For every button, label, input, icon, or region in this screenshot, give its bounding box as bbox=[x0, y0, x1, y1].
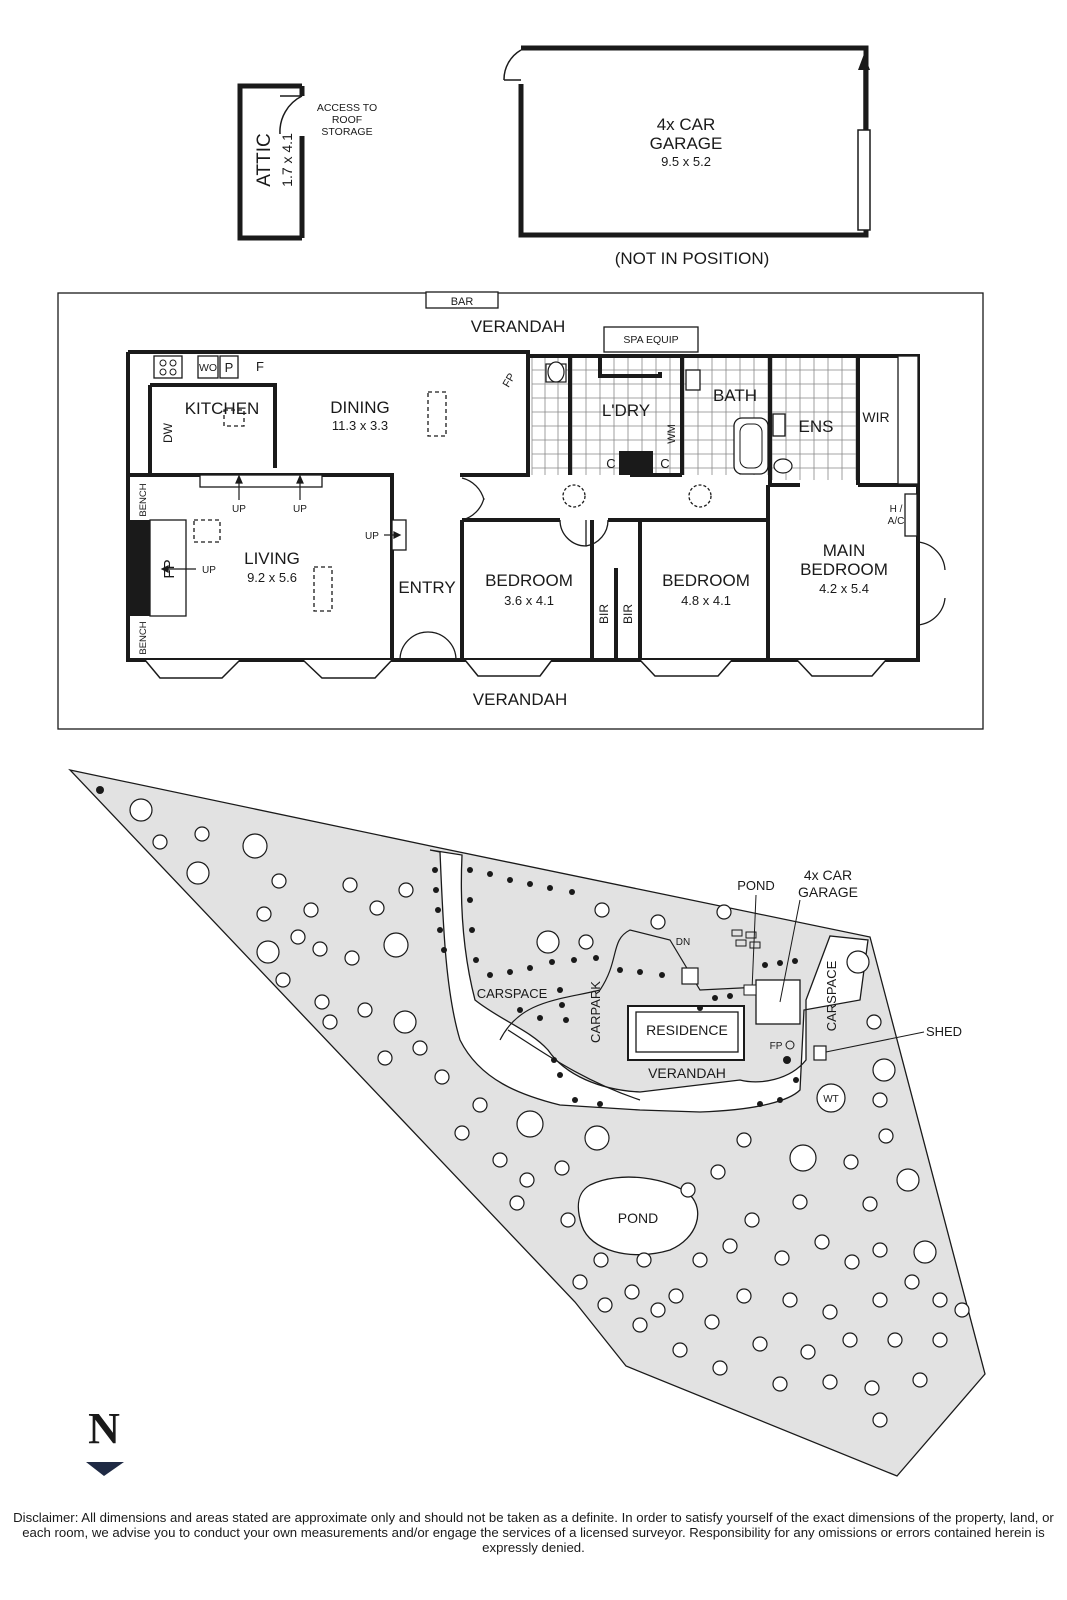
bedroom2-dims: 4.8 x 4.1 bbox=[681, 593, 731, 608]
attic-dims: 1.7 x 4.1 bbox=[279, 133, 295, 187]
bedroom1-dims: 3.6 x 4.1 bbox=[504, 593, 554, 608]
up-label-2: UP bbox=[293, 504, 307, 515]
kitchen-label: KITCHEN bbox=[185, 399, 260, 418]
site-fp-label: FP bbox=[770, 1041, 783, 1052]
disclaimer-text: Disclaimer: All dimensions and areas sta… bbox=[13, 1510, 1054, 1555]
north-arrow: N bbox=[86, 1404, 124, 1476]
carspace-right-label: CARSPACE bbox=[824, 960, 839, 1031]
main-floor-plan: BAR VERANDAH SPA EQUIP bbox=[57, 291, 984, 730]
up-label-1: UP bbox=[232, 504, 246, 515]
wm-label: WM bbox=[666, 424, 678, 444]
laundry-label: L'DRY bbox=[602, 401, 650, 420]
wir-label: WIR bbox=[862, 409, 889, 425]
site-garage-line-2: GARAGE bbox=[798, 884, 858, 900]
verandah-top-label: VERANDAH bbox=[471, 317, 565, 336]
p-label: P bbox=[225, 360, 234, 375]
attic-plan: ATTIC 1.7 x 4.1 ACCESS TO ROOF STORAGE bbox=[237, 83, 377, 241]
main-bedroom-dims: 4.2 x 5.4 bbox=[819, 581, 869, 596]
verandah-bottom-label: VERANDAH bbox=[473, 690, 567, 709]
dining-label: DINING bbox=[330, 398, 390, 417]
attic-label: ATTIC bbox=[254, 133, 275, 186]
north-label: N bbox=[88, 1404, 120, 1453]
bench-top-label: BENCH bbox=[138, 483, 149, 516]
bench-bottom-label: BENCH bbox=[138, 621, 149, 654]
garage-note: (NOT IN POSITION) bbox=[615, 249, 770, 268]
site-verandah-label: VERANDAH bbox=[648, 1065, 726, 1081]
dw-label: DW bbox=[161, 422, 175, 443]
main-bedroom-line-1: MAIN bbox=[823, 541, 866, 560]
bir-right-label: BIR bbox=[621, 604, 635, 624]
garage-plan: 4x CAR GARAGE 9.5 x 5.2 (NOT IN POSITION… bbox=[503, 45, 871, 268]
entry-label: ENTRY bbox=[398, 578, 455, 597]
north-arrow-icon bbox=[86, 1462, 124, 1476]
garage-line-1: 4x CAR bbox=[657, 115, 716, 134]
main-bedroom-line-2: BEDROOM bbox=[800, 560, 888, 579]
pond-small-label: POND bbox=[737, 878, 775, 893]
c-right-label: C bbox=[660, 456, 669, 471]
attic-access-line-3: STORAGE bbox=[321, 126, 372, 138]
site-garage-line-1: 4x CAR bbox=[804, 867, 852, 883]
up-label-3: UP bbox=[365, 531, 379, 542]
carpark-label: CARPARK bbox=[588, 981, 603, 1043]
site-plan: POND RESIDENCE VERANDAH 4x CAR GARAGE PO… bbox=[68, 768, 986, 1477]
wo-label: WO bbox=[199, 362, 217, 374]
tree-icons bbox=[129, 798, 970, 1428]
shed-label: SHED bbox=[926, 1024, 962, 1039]
fp-dining-label: FP bbox=[501, 371, 518, 389]
ensuite-label: ENS bbox=[799, 417, 834, 436]
attic-access-line-1: ACCESS TO bbox=[317, 102, 377, 114]
attic-access-line-2: ROOF bbox=[332, 114, 362, 126]
garage-dims: 9.5 x 5.2 bbox=[661, 154, 711, 169]
pond-large-label: POND bbox=[618, 1210, 658, 1226]
bedroom1-label: BEDROOM bbox=[485, 571, 573, 590]
bath-label: BATH bbox=[713, 386, 757, 405]
hac-line-1: H / bbox=[890, 504, 903, 515]
carspace-left-label: CARSPACE bbox=[477, 986, 548, 1001]
bir-left-label: BIR bbox=[597, 604, 611, 624]
wt-label: WT bbox=[823, 1094, 839, 1105]
up-label-4: UP bbox=[202, 565, 216, 576]
bedroom2-label: BEDROOM bbox=[662, 571, 750, 590]
living-label: LIVING bbox=[244, 549, 300, 568]
spa-equip-label: SPA EQUIP bbox=[623, 334, 678, 346]
dn-label: DN bbox=[676, 937, 690, 948]
c-left-label: C bbox=[606, 456, 615, 471]
hac-line-2: A/C bbox=[888, 516, 905, 527]
bar-label: BAR bbox=[451, 296, 474, 308]
residence-label: RESIDENCE bbox=[646, 1022, 728, 1038]
f-label: F bbox=[256, 359, 264, 374]
dining-dims: 11.3 x 3.3 bbox=[332, 418, 388, 433]
garage-line-2: GARAGE bbox=[650, 134, 723, 153]
living-dims: 9.2 x 5.6 bbox=[247, 570, 297, 585]
